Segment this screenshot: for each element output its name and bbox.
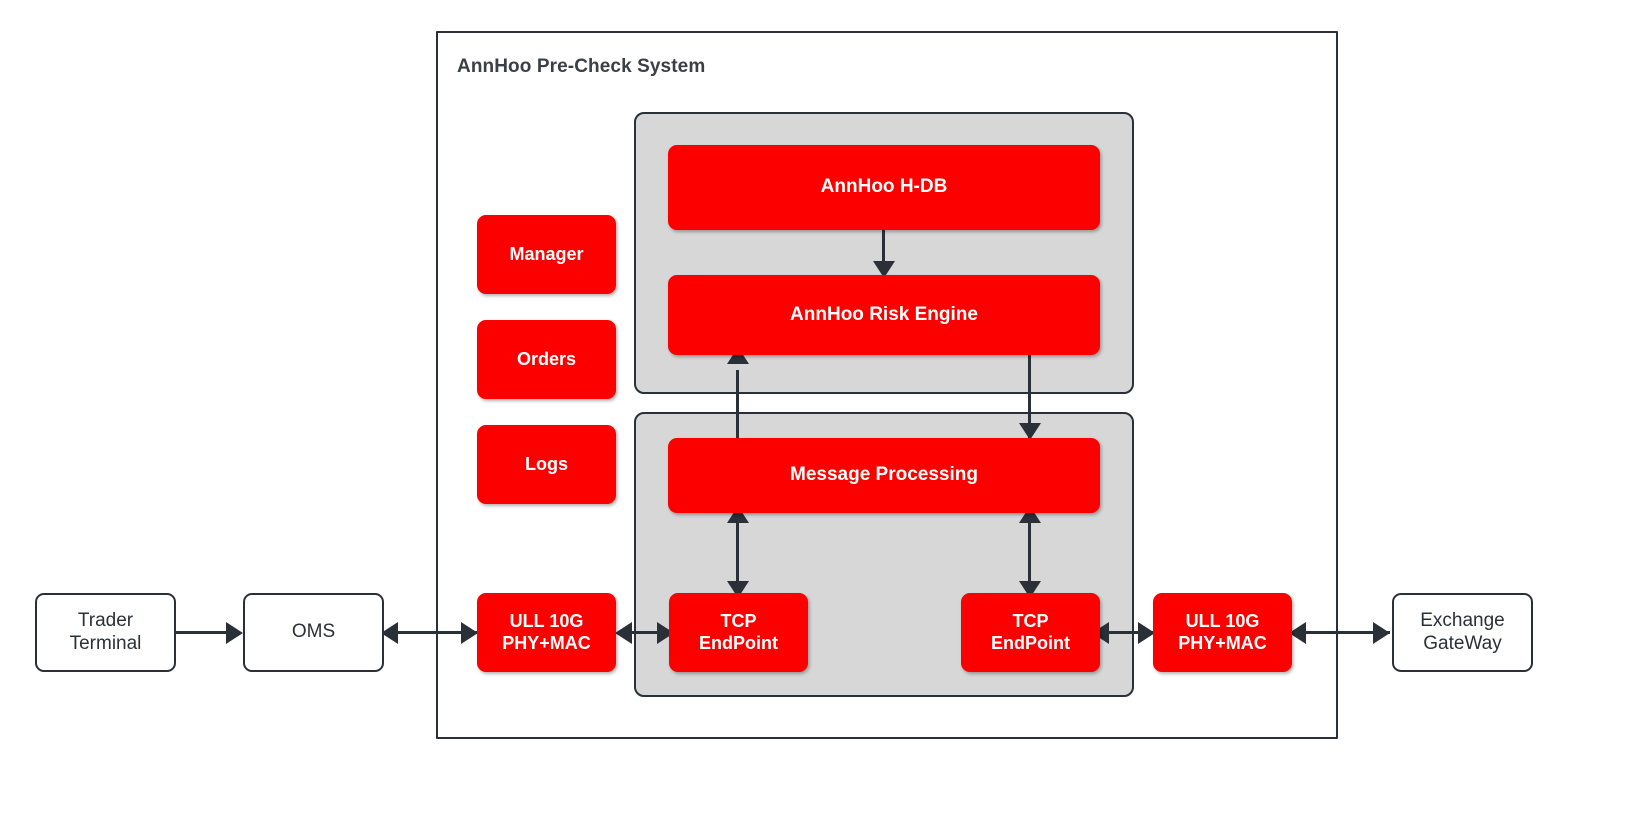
node-ull-10g-right[interactable]: ULL 10G PHY+MAC: [1153, 593, 1292, 672]
node-trader-terminal-line1: Trader: [77, 609, 134, 631]
node-exchange-gateway-line2: GateWay: [1423, 632, 1502, 654]
node-annhoo-h-db-label: AnnHoo H-DB: [820, 176, 948, 198]
node-message-processing[interactable]: Message Processing: [668, 438, 1100, 513]
node-message-processing-label: Message Processing: [790, 464, 978, 486]
node-annhoo-risk-engine-label: AnnHoo Risk Engine: [790, 303, 978, 325]
node-tcp-endpoint-left-line2: EndPoint: [699, 632, 778, 653]
node-orders[interactable]: Orders: [477, 320, 616, 399]
node-tcp-endpoint-left-line1: TCP: [720, 610, 757, 631]
page-title: AnnHoo Pre-Check System: [457, 56, 706, 77]
node-ull-10g-right-line2: PHY+MAC: [1178, 632, 1267, 653]
node-ull-10g-left-line1: ULL 10G: [509, 610, 584, 631]
node-ull-10g-left-line2: PHY+MAC: [502, 632, 591, 653]
node-oms[interactable]: OMS: [243, 593, 384, 672]
node-tcp-endpoint-left[interactable]: TCP EndPoint: [669, 593, 808, 672]
node-trader-terminal[interactable]: Trader Terminal: [35, 593, 176, 672]
node-oms-label: OMS: [291, 621, 336, 643]
node-tcp-endpoint-right[interactable]: TCP EndPoint: [961, 593, 1100, 672]
annhoo-system-container: [436, 31, 1338, 739]
node-tcp-endpoint-right-line1: TCP: [1012, 610, 1049, 631]
node-exchange-gateway[interactable]: Exchange GateWay: [1392, 593, 1533, 672]
node-tcp-endpoint-right-line2: EndPoint: [991, 632, 1070, 653]
node-logs[interactable]: Logs: [477, 425, 616, 504]
node-orders-label: Orders: [516, 348, 577, 369]
node-logs-label: Logs: [525, 453, 568, 474]
node-ull-10g-left[interactable]: ULL 10G PHY+MAC: [477, 593, 616, 672]
node-annhoo-risk-engine[interactable]: AnnHoo Risk Engine: [668, 275, 1100, 355]
node-annhoo-h-db[interactable]: AnnHoo H-DB: [668, 145, 1100, 230]
node-trader-terminal-line2: Terminal: [69, 632, 142, 654]
node-manager[interactable]: Manager: [477, 215, 616, 294]
node-ull-10g-right-line1: ULL 10G: [1185, 610, 1260, 631]
node-manager-label: Manager: [509, 243, 584, 264]
node-exchange-gateway-line1: Exchange: [1420, 609, 1505, 631]
